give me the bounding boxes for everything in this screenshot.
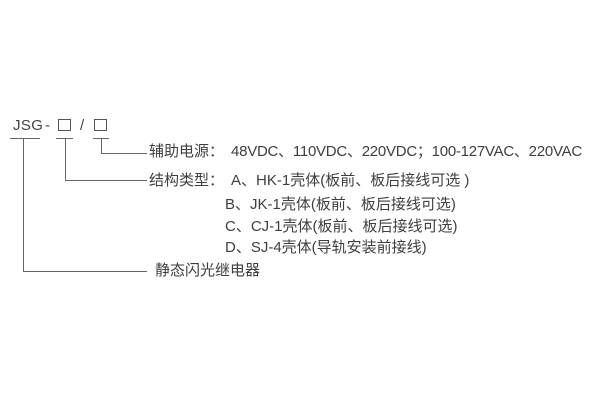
connector-name-vertical xyxy=(23,138,24,271)
underline-structure-box xyxy=(56,138,73,139)
structure-type-row: 结构类型： A、HK-1壳体(板前、板后接线可选 ) xyxy=(149,172,469,189)
structure-placeholder-box xyxy=(58,119,71,131)
power-placeholder-box xyxy=(94,119,107,131)
structure-option-d: D、SJ-4壳体(导轨安装前接线) xyxy=(225,239,427,256)
connector-name-horizontal xyxy=(23,271,147,272)
aux-power-value: 48VDC、110VDC、220VDC；100-127VAC、220VAC xyxy=(231,143,582,160)
aux-power-row: 辅助电源： 48VDC、110VDC、220VDC；100-127VAC、220V… xyxy=(149,143,582,160)
connector-power-horizontal xyxy=(101,153,147,154)
structure-option-c: C、CJ-1壳体(板前、板后接线可选) xyxy=(225,218,458,235)
connector-structure-vertical xyxy=(65,138,66,180)
model-slash: / xyxy=(80,117,85,134)
connector-power-vertical xyxy=(101,138,102,153)
underline-prefix xyxy=(10,138,40,139)
model-dash: - xyxy=(45,117,51,134)
model-prefix: JSG xyxy=(13,117,44,134)
product-name: 静态闪光继电器 xyxy=(155,262,261,279)
structure-option-a: A、HK-1壳体(板前、板后接线可选 ) xyxy=(231,172,470,189)
aux-power-label: 辅助电源： xyxy=(149,143,225,160)
structure-type-label: 结构类型： xyxy=(149,172,225,189)
structure-option-b: B、JK-1壳体(板前、板后接线可选) xyxy=(225,196,456,213)
connector-structure-horizontal xyxy=(65,180,147,181)
